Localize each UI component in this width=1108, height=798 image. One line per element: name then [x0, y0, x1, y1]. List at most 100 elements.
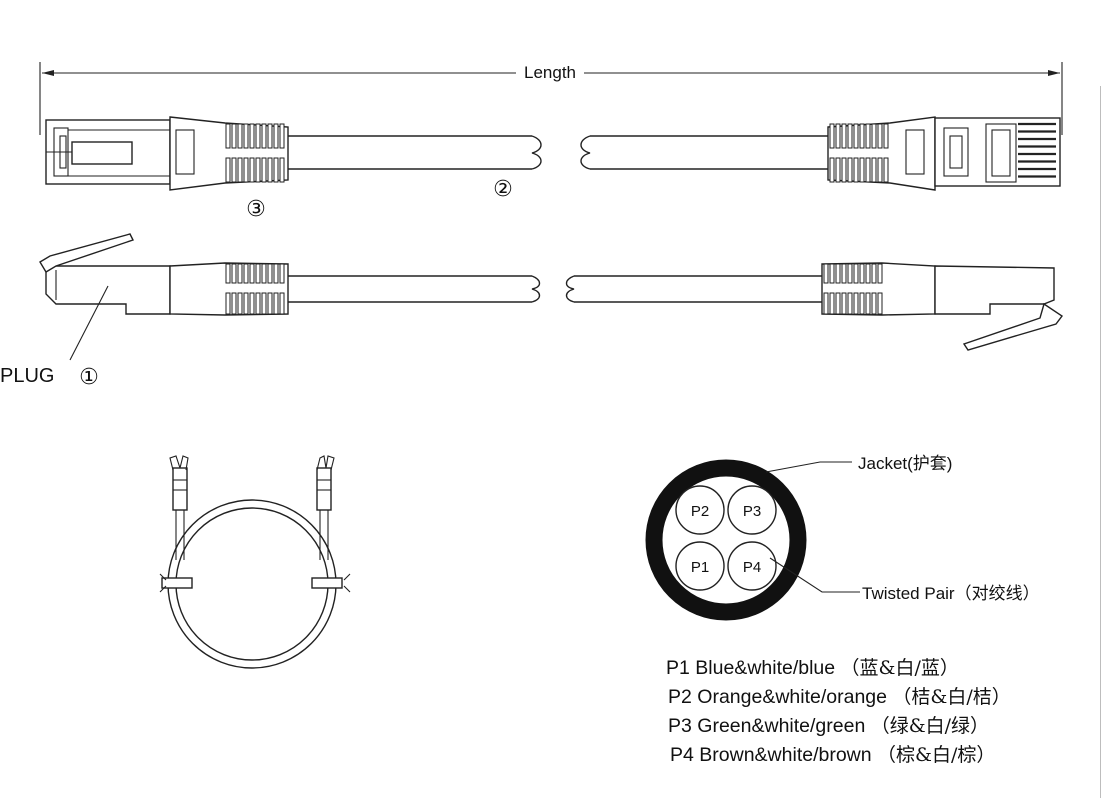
boot-rib [249, 123, 255, 149]
legend-row-p1: P1 Blue&white/blue （蓝&白/蓝） [666, 654, 1011, 683]
boot-rib [865, 292, 871, 315]
jacket-label: Jacket(护套) [858, 454, 952, 473]
legend-row-p2: P2 Orange&white/orange （桔&白/桔） [668, 683, 1011, 712]
boot-rib [279, 292, 285, 315]
boot-rib [823, 263, 829, 284]
side-break-right [565, 275, 575, 303]
legend-p2-en: Orange&white/orange [697, 686, 887, 708]
boot-rib [841, 157, 847, 183]
boot-rib [225, 292, 231, 315]
legend-p1-en: Blue&white/blue [695, 657, 836, 679]
legend-p4-id: P4 [670, 744, 694, 766]
boot-rib [243, 123, 249, 149]
boot-rib [243, 292, 249, 315]
side-view-cable: PLUG ① [0, 233, 1064, 389]
legend-row-p3: P3 Green&white/green （绿&白/绿） [668, 712, 1011, 741]
boot-rib [829, 292, 835, 315]
boot-rib [231, 157, 237, 183]
pair-p3 [727, 485, 777, 535]
boot-rib [877, 263, 883, 284]
boot-rib [255, 157, 261, 183]
left-plug-top [45, 119, 171, 185]
boot-rib [225, 157, 231, 183]
legend-p1-id: P1 [666, 657, 690, 679]
page-edge-line [1100, 86, 1101, 798]
boot-rib [841, 123, 847, 149]
cable-break-right [580, 135, 591, 170]
boot-rib [273, 157, 279, 183]
boot-rib [883, 157, 889, 183]
cable-break-left [531, 135, 542, 170]
jacket-leader [765, 461, 852, 473]
boot-rib [279, 263, 285, 284]
boot-rib [853, 263, 859, 284]
boot-rib [823, 292, 829, 315]
length-dimension: Length [39, 62, 1063, 135]
boot-rib [225, 263, 231, 284]
boot-rib [835, 157, 841, 183]
boot-rib [273, 123, 279, 149]
top-view-cable: ③ ② [45, 116, 1061, 221]
boot-rib [865, 123, 871, 149]
boot-rib [871, 157, 877, 183]
boot-rib [273, 263, 279, 284]
boot-rib [267, 292, 273, 315]
boot-rib [237, 263, 243, 284]
legend-row-p4: P4 Brown&white/brown （棕&白/棕） [670, 741, 1011, 770]
legend-p3-en: Green&white/green [697, 715, 866, 737]
left-boot-top [169, 116, 289, 191]
boot-rib [255, 263, 261, 284]
boot-rib [853, 157, 859, 183]
pair-p4 [727, 541, 777, 591]
cable-tie-left [159, 573, 193, 593]
boot-rib [273, 292, 279, 315]
left-boot-side [169, 262, 289, 316]
boot-rib [237, 292, 243, 315]
cable-tie-right [311, 573, 351, 593]
boot-rib [877, 157, 883, 183]
boot-rib [865, 157, 871, 183]
coil-right-plug [316, 467, 332, 511]
pair-label: Twisted Pair（对绞线） [862, 584, 1040, 603]
boot-rib [853, 292, 859, 315]
boot-rib [249, 263, 255, 284]
coiled-cable [159, 455, 351, 669]
pair-p4-label: P4 [743, 559, 761, 576]
pair-p2-label: P2 [691, 503, 709, 520]
boot-rib [841, 292, 847, 315]
boot-rib [279, 123, 285, 149]
boot-rib [261, 123, 267, 149]
boot-rib [279, 157, 285, 183]
plug-label: PLUG [0, 365, 54, 387]
boot-rib [871, 292, 877, 315]
boot-rib [231, 292, 237, 315]
length-label: Length [524, 63, 576, 82]
right-boot-top [827, 116, 936, 191]
boot-rib [841, 263, 847, 284]
boot-rib [829, 157, 835, 183]
coil-left-plug [172, 467, 188, 511]
boot-rib [267, 263, 273, 284]
boot-rib [835, 263, 841, 284]
left-plug-side [39, 233, 171, 361]
boot-rib [835, 123, 841, 149]
pair-p3-label: P3 [743, 503, 761, 520]
boot-rib [243, 263, 249, 284]
pair-leader [769, 557, 860, 593]
boot-rib [883, 123, 889, 149]
cable-cross-section: P2 P3 P1 P4 Jacket(护套) Twisted Pair（对绞线） [645, 454, 1040, 621]
boot-rib [237, 157, 243, 183]
legend-p2-cn: （桔&白/桔） [892, 686, 1011, 708]
plug-leader-line [69, 285, 109, 361]
boot-rib [261, 157, 267, 183]
boot-rib [261, 292, 267, 315]
boot-rib [847, 263, 853, 284]
boot-rib [829, 263, 835, 284]
jacket-ring [645, 459, 807, 621]
legend-p4-cn: （棕&白/棕） [877, 744, 996, 766]
boot-rib [835, 292, 841, 315]
boot-rib [871, 263, 877, 284]
boot-rib [237, 123, 243, 149]
boot-rib [267, 157, 273, 183]
